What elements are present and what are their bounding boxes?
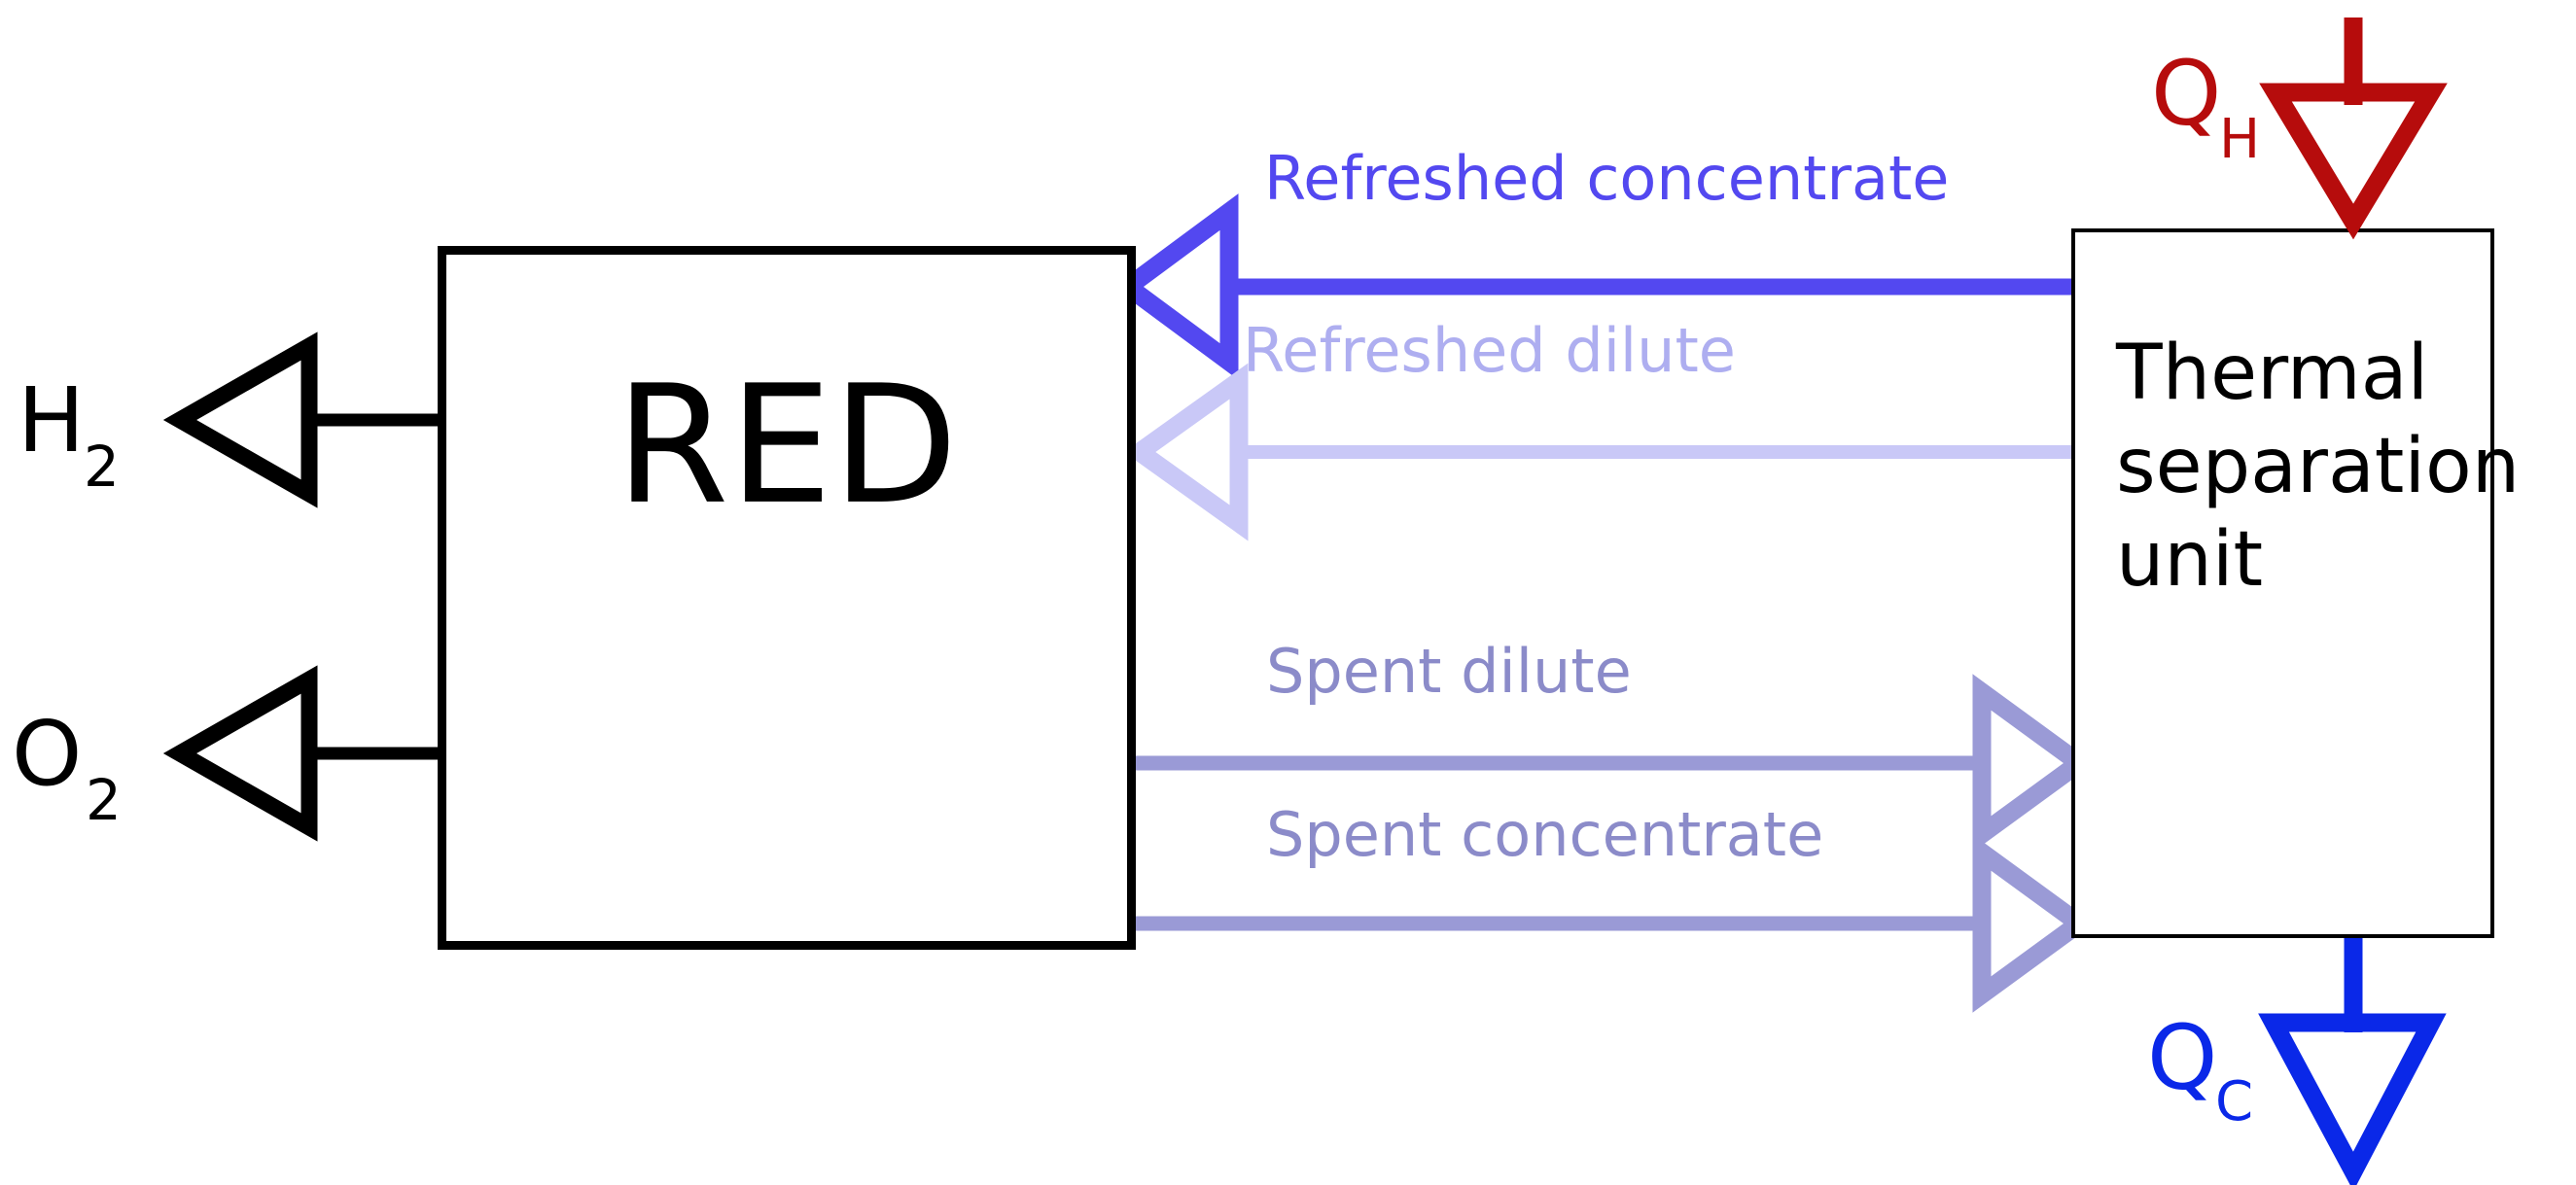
hydrogen-label-subscript: 2	[84, 434, 120, 500]
red-block-label: RED	[616, 350, 958, 540]
flow-refreshed-concentrate: Refreshed concentrate	[1112, 143, 2071, 380]
heat-input-label-subscript: H	[2219, 108, 2260, 171]
hydrogen-output-group: H 2	[18, 331, 438, 508]
refreshed-concentrate-label: Refreshed concentrate	[1264, 143, 1949, 214]
separation-unit-label-line-2: separation	[2116, 423, 2520, 510]
spent-concentrate-label: Spent concentrate	[1266, 799, 1823, 870]
heat-output-group: Q C	[2147, 938, 2447, 1185]
oxygen-label: O	[12, 702, 82, 806]
separation-unit-label-line-1: Thermal	[2115, 330, 2428, 417]
refreshed-concentrate-arrowhead-icon	[1112, 193, 1239, 380]
refreshed-dilute-label: Refreshed dilute	[1243, 315, 1736, 386]
red-block: RED	[438, 246, 1136, 950]
hydrogen-arrowhead-icon	[162, 331, 318, 508]
flow-spent-concentrate: Spent concentrate	[1136, 799, 2096, 1013]
flow-spent-dilute: Spent dilute	[1136, 636, 2096, 853]
spent-dilute-label: Spent dilute	[1266, 636, 1632, 707]
oxygen-label-subscript: 2	[86, 767, 122, 833]
heat-output-arrowhead-icon	[2258, 1013, 2447, 1185]
heat-output-label: Q	[2147, 1006, 2217, 1110]
oxygen-output-group: O 2	[12, 665, 438, 842]
separation-unit-border	[2071, 228, 2494, 938]
separation-unit-block: Thermal separation unit	[2071, 228, 2520, 938]
spent-dilute-arrowhead-icon	[1972, 674, 2096, 853]
oxygen-arrowhead-icon	[162, 665, 318, 842]
refreshed-dilute-arrowhead-icon	[1123, 363, 1249, 541]
separation-unit-label-line-3: unit	[2116, 516, 2263, 604]
heat-input-group: Q H	[2151, 17, 2448, 240]
heat-output-label-subscript: C	[2215, 1070, 2253, 1133]
hydrogen-label: H	[18, 368, 85, 472]
spent-concentrate-arrowhead-icon	[1972, 834, 2096, 1013]
heat-input-label: Q	[2151, 42, 2221, 146]
flow-refreshed-dilute: Refreshed dilute	[1123, 315, 2071, 541]
heat-input-arrowhead-icon	[2259, 83, 2448, 240]
red-block-border	[438, 246, 1136, 950]
